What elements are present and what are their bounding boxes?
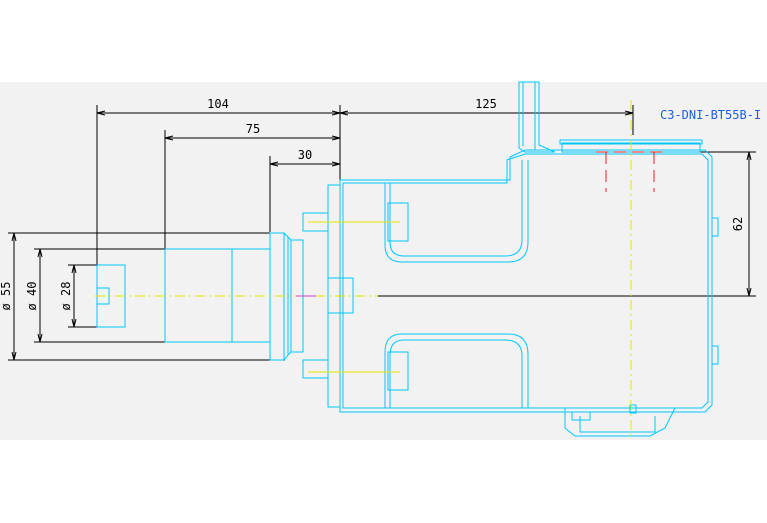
dim-label-dia-40: ø 40 [25,282,39,311]
part-outline [96,81,719,437]
dim-label-104: 104 [207,97,229,111]
dim-label-30: 30 [298,148,312,162]
centerlines [95,100,632,440]
dimension-lines [8,105,756,361]
dim-label-75: 75 [246,122,260,136]
dim-label-125: 125 [475,97,497,111]
drawing-area [0,82,767,440]
dim-label-dia-28: ø 28 [59,282,73,311]
model-code-label: C3-DNI-BT55B-I [660,108,761,122]
hidden-lines [596,151,664,192]
dimension-labels: 104 125 75 30 62 ø 55 ø 40 ø 28 C3-DNI-B… [0,97,761,310]
dim-label-62: 62 [731,217,745,231]
dim-label-dia-55: ø 55 [0,282,13,311]
